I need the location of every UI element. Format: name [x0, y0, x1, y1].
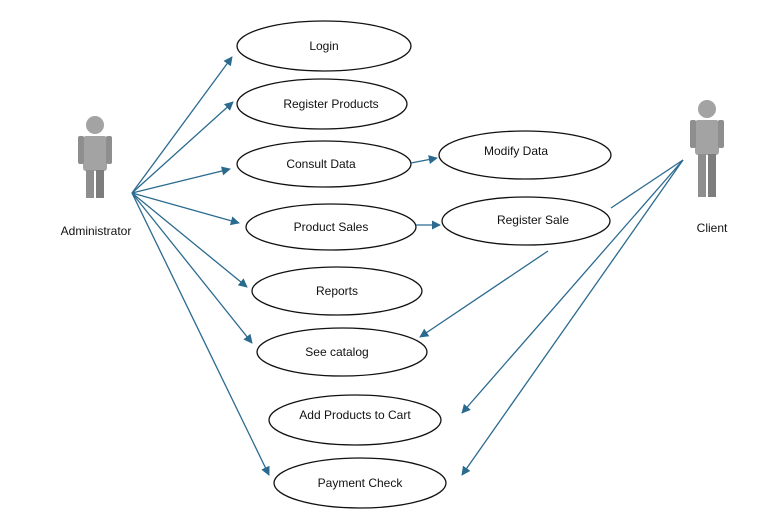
use-case-login: Login [236, 20, 412, 72]
extension-associations [410, 155, 549, 338]
arrow-consult-to-modify [410, 155, 438, 165]
arrow-admin-reports [131, 192, 248, 288]
use-case-register-products-label: Register Products [283, 97, 378, 111]
arrow-register-sale-to-catalog [419, 250, 549, 338]
use-case-modify-data: Modify Data [438, 130, 612, 180]
arrow-admin-see-catalog [131, 192, 253, 344]
use-case-add-products-to-cart: Add Products to Cart [268, 394, 442, 446]
use-case-product-sales-label: Product Sales [294, 220, 369, 234]
use-case-see-catalog: See catalog [256, 327, 428, 377]
use-case-consult-data-label: Consult Data [286, 157, 356, 171]
use-case-see-catalog-label: See catalog [305, 345, 368, 359]
arrow-admin-consult-data [131, 166, 231, 194]
client-figure-icon [690, 100, 724, 197]
use-case-consult-data: Consult Data [236, 140, 412, 188]
client-associations [461, 159, 684, 476]
use-case-reports-label: Reports [316, 284, 358, 298]
administrator-figure-icon [78, 116, 112, 198]
use-case-payment-check-label: Payment Check [318, 476, 404, 490]
use-case-login-label: Login [309, 39, 338, 53]
arrow-admin-register-products [131, 101, 234, 194]
use-case-product-sales: Product Sales [245, 203, 417, 251]
arrow-admin-product-sales [131, 192, 240, 226]
arrow-client-add-to-cart [461, 159, 684, 414]
use-case-register-products: Register Products [236, 78, 408, 130]
administrator-label: Administrator [61, 224, 132, 238]
client-actor: Client [690, 100, 728, 235]
arrow-client-payment-check [461, 159, 684, 476]
use-case-register-sale-label: Register Sale [497, 213, 569, 227]
use-case-payment-check: Payment Check [273, 457, 447, 509]
administrator-actor: Administrator [61, 116, 132, 238]
use-case-reports: Reports [251, 266, 423, 316]
use-case-add-products-to-cart-label: Add Products to Cart [299, 408, 411, 422]
administrator-associations [131, 56, 270, 476]
use-case-register-sale: Register Sale [441, 196, 611, 246]
arrow-admin-login [131, 56, 233, 194]
use-case-modify-data-label: Modify Data [484, 144, 548, 158]
client-label: Client [697, 221, 728, 235]
line-client-register-sale [610, 159, 684, 209]
arrow-admin-payment-check [131, 192, 270, 476]
